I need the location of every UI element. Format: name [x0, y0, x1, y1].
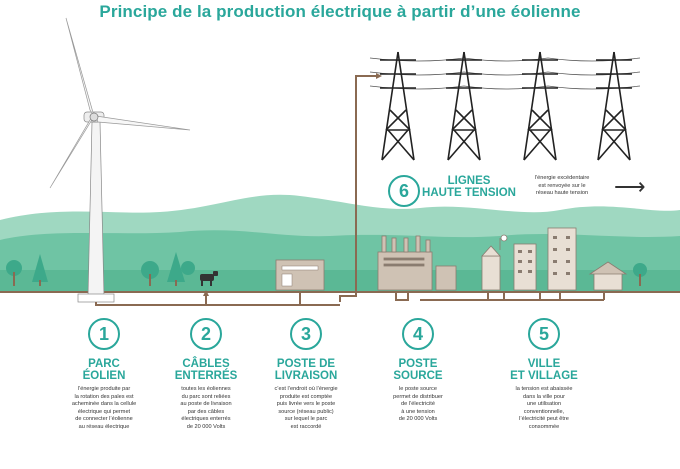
step-title-1: PARC ÉOLIEN: [82, 358, 126, 382]
wind-turbine: [49, 17, 191, 303]
step-2: 2 CÂBLES ENTERRÉS toutes les éoliennes d…: [156, 318, 256, 432]
step-desc-5: la tension est abaissée dans la ville po…: [515, 386, 573, 430]
step-4: 4 POSTE SOURCE le poste source permet de…: [368, 318, 468, 424]
pylon: [446, 51, 482, 161]
delivery-station: [275, 259, 325, 291]
step-title-4: POSTE SOURCE: [393, 358, 443, 382]
step-title-6: LIGNES HAUTE TENSION: [422, 175, 516, 199]
pylons: [380, 51, 632, 161]
underground-cable: [95, 75, 605, 306]
step-title-2: CÂBLES ENTERRÉS: [174, 358, 238, 382]
pylon: [596, 51, 632, 161]
pylon: [380, 51, 416, 161]
pylon: [522, 51, 558, 161]
trees-left: [6, 252, 195, 286]
source-station: [377, 235, 457, 291]
city-buildings: [481, 227, 628, 291]
step-5: 5 VILLE ET VILLAGE la tension est abaiss…: [492, 318, 596, 432]
step-number-1: 1: [88, 318, 120, 350]
step-desc-1: l’énergie produite par la rotation des p…: [71, 386, 137, 430]
step-number-4: 4: [402, 318, 434, 350]
step-number-2: 2: [190, 318, 222, 350]
power-lines: [369, 57, 641, 90]
step-title-5: VILLE ET VILLAGE: [510, 358, 578, 382]
step-number-5: 5: [528, 318, 560, 350]
city-windows: [518, 236, 570, 275]
step-desc-6: l’énergie excédentaire est renvoyée sur …: [534, 175, 590, 197]
step-desc-2: toutes les éoliennes du parc sont reliée…: [180, 386, 232, 430]
step-3: 3 POSTE DE LIVRAISON c’est l’endroit où …: [254, 318, 358, 432]
step-title-3: POSTE DE LIVRAISON: [274, 358, 338, 382]
trees-right: [633, 263, 647, 286]
step-number-3: 3: [290, 318, 322, 350]
page-title: Principe de la production électrique à p…: [99, 2, 581, 21]
step-1: 1 PARC ÉOLIEN l’énergie produite par la …: [54, 318, 154, 432]
arrow-right-icon: ⟶: [614, 174, 646, 199]
step-desc-4: le poste source permet de distribuer de …: [393, 386, 443, 423]
arrow-right-icon: [376, 73, 382, 79]
cow-icon: [200, 271, 218, 286]
step-desc-3: c’est l’endroit où l’énergie produite es…: [274, 386, 338, 430]
step-number-6: 6: [388, 175, 420, 207]
arrow-up-icon: [203, 290, 209, 296]
